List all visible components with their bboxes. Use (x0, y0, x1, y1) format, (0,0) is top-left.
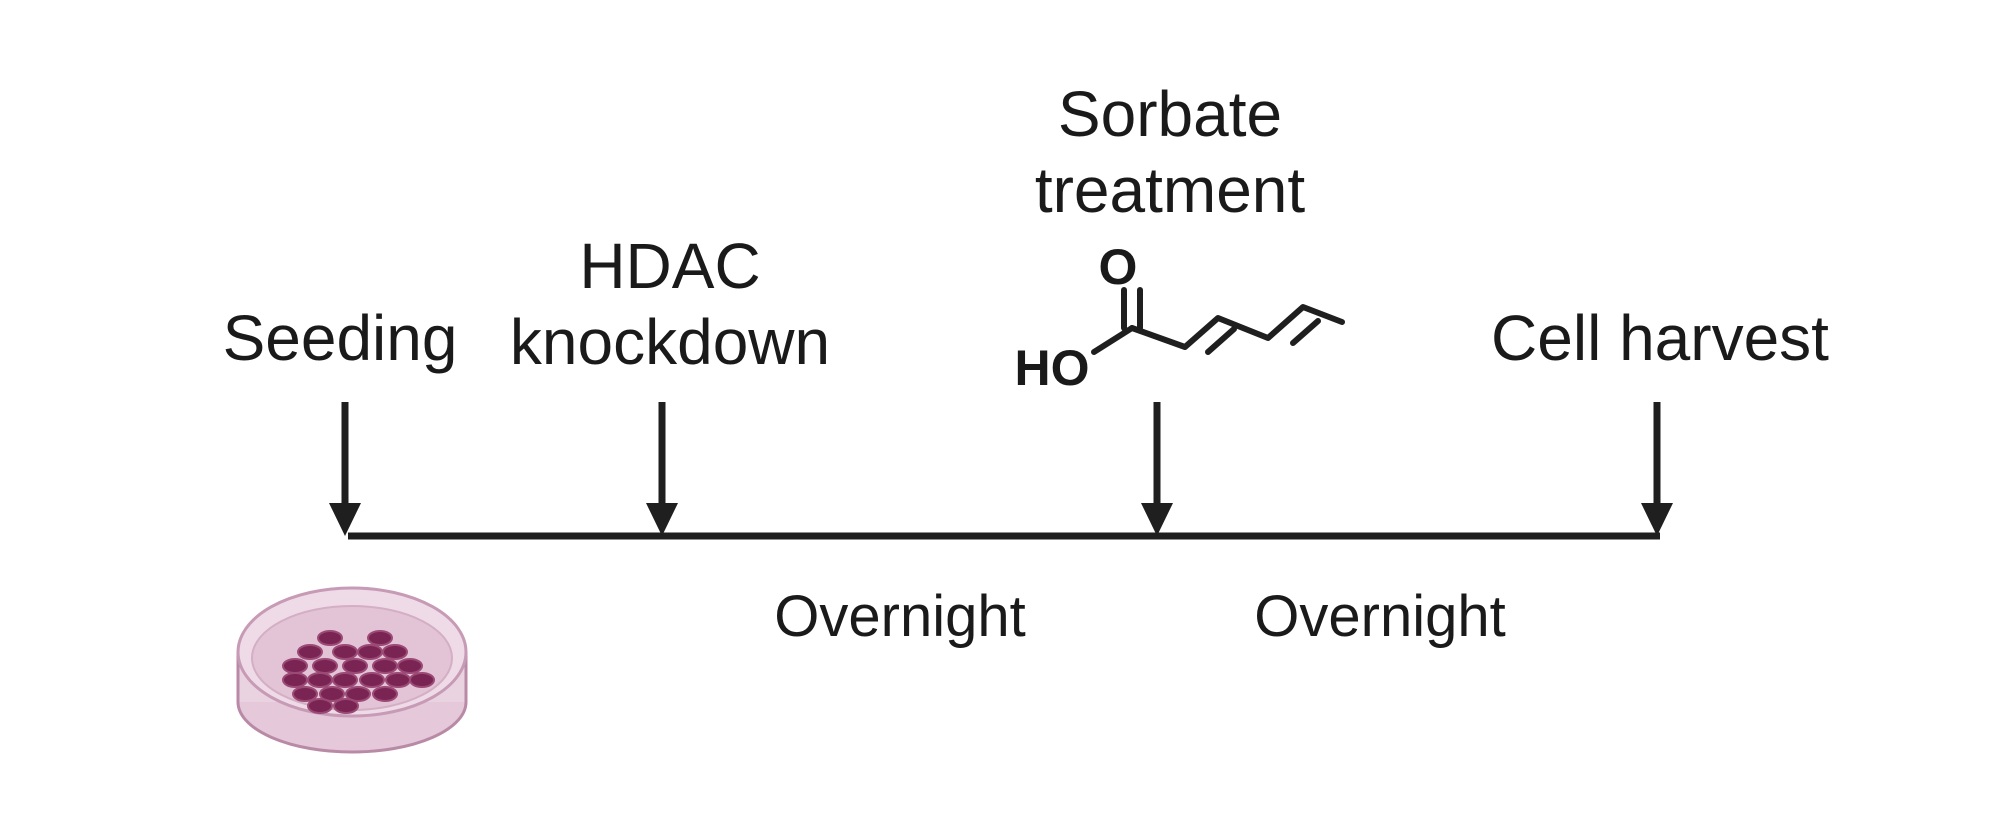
step-label-seeding-line-1: Seeding (222, 302, 458, 374)
step-label-hdac-line-1: HDAC (579, 230, 761, 302)
sorbic-acid-structure (1091, 287, 1345, 355)
atom-hydroxyl: HO (1015, 340, 1090, 396)
step-label-cell-harvest-line-1: Cell harvest (1491, 302, 1829, 374)
petri-dish-icon (236, 586, 468, 754)
arrow-seeding (329, 402, 361, 536)
step-label-sorbate-treatment: Sorbate treatment (1000, 76, 1340, 228)
step-label-seeding: Seeding (200, 300, 480, 376)
interval-label-2: Overnight (1254, 584, 1506, 649)
atom-oxygen: O (1099, 239, 1138, 295)
step-label-sorbate-line-1: Sorbate (1057, 78, 1283, 150)
cell-cluster (282, 630, 435, 714)
step-label-hdac-line-2: knockdown (509, 306, 831, 378)
step-label-sorbate-line-2: treatment (1034, 154, 1306, 226)
arrow-hdac-knockdown (646, 402, 678, 536)
arrow-cell-harvest (1641, 402, 1673, 536)
step-label-hdac-knockdown: HDAC knockdown (470, 228, 870, 380)
step-label-cell-harvest: Cell harvest (1450, 300, 1870, 376)
arrow-sorbate-treatment (1141, 402, 1173, 536)
interval-label-1: Overnight (774, 584, 1026, 649)
